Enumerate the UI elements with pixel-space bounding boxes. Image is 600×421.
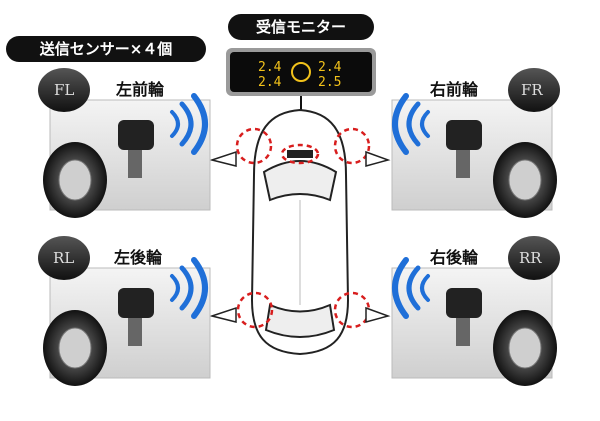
signal-wave-icon xyxy=(170,93,430,319)
sensor-cap-rr: RR xyxy=(519,249,542,267)
monitor-readout-fl: 2.4 xyxy=(258,60,282,75)
monitor-readout-rr: 2.5 xyxy=(318,75,341,90)
sensor-cap-fr: FR xyxy=(521,81,543,99)
monitor-readout-rl: 2.4 xyxy=(258,75,282,90)
sensor-cap-fl: FL xyxy=(54,81,74,99)
sensor-cap-rl: RL xyxy=(53,249,74,267)
wheel-label-fr: 右前輪 xyxy=(430,80,479,99)
wheel-panel-fr: FR xyxy=(391,68,560,218)
monitor-title: 受信モニター xyxy=(228,14,374,40)
sensors-title: 送信センサー×４個 xyxy=(6,36,206,62)
wheel-panel-rr: RR xyxy=(391,236,560,386)
monitor-device: 2.4 2.4 2.4 2.5 xyxy=(226,48,376,96)
wheel-panel-fl: FL xyxy=(38,68,211,218)
wheel-label-fl: 左前輪 xyxy=(116,80,165,99)
wheel-panel-rl: RL xyxy=(38,236,211,386)
monitor-readout-fr: 2.4 xyxy=(318,60,342,75)
car-outline-icon xyxy=(250,108,350,356)
wheel-label-rl: 左後輪 xyxy=(114,248,163,267)
wheel-label-rr: 右後輪 xyxy=(430,248,479,267)
